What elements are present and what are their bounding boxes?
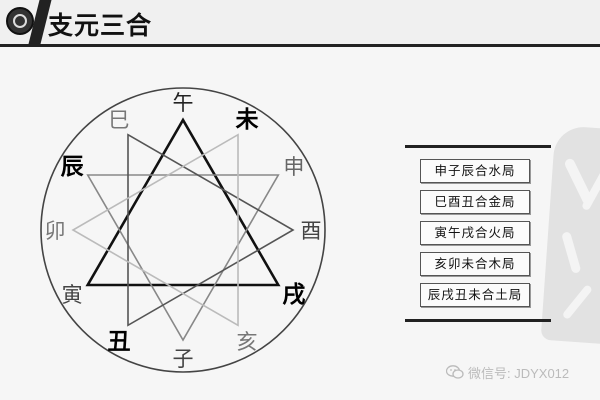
seal-stroke bbox=[561, 231, 582, 274]
combination-item: 辰戌丑未合土局 bbox=[420, 283, 530, 307]
sanhe-triangle bbox=[127, 133, 295, 327]
branch-label: 丑 bbox=[108, 329, 131, 355]
header-bar: 支元三合 bbox=[0, 0, 600, 47]
list-bottom-rule bbox=[405, 319, 551, 322]
book-logo-icon bbox=[6, 7, 34, 35]
branch-label: 戌 bbox=[282, 282, 305, 308]
branch-label: 亥 bbox=[237, 330, 258, 354]
book-logo-ring bbox=[13, 14, 27, 28]
sanhe-triangle bbox=[86, 174, 280, 342]
sanhe-triangle bbox=[85, 117, 281, 287]
sanhe-diagram: 午未申酉戌亥子 丑 寅 卯 辰 巳 bbox=[0, 44, 400, 400]
branch-label: 巳 bbox=[109, 108, 130, 132]
branch-label: 子 bbox=[173, 347, 194, 371]
branch-label: 未 bbox=[236, 107, 259, 133]
zodiac-circle bbox=[40, 87, 326, 373]
seal-stroke bbox=[561, 284, 594, 321]
branch-label: 申 bbox=[283, 155, 304, 179]
branch-label: 卯 bbox=[45, 219, 66, 243]
combination-item: 亥卯未合木局 bbox=[420, 252, 530, 276]
sanhe-triangle bbox=[71, 133, 239, 327]
combination-list: 申子辰合水局 巳酉丑合金局 寅午戌合火局 亥卯未合木局 辰戌丑未合土局 bbox=[405, 145, 551, 323]
list-top-rule bbox=[405, 145, 551, 148]
combination-item: 寅午戌合火局 bbox=[420, 221, 530, 245]
branch-label: 午 bbox=[173, 91, 194, 115]
triangle-layer bbox=[71, 117, 295, 342]
page-title: 支元三合 bbox=[48, 11, 153, 40]
watermark-text: 微信号: JDYX012 bbox=[468, 366, 570, 381]
combination-item: 申子辰合水局 bbox=[420, 159, 530, 183]
branch-label: 酉 bbox=[301, 219, 322, 243]
branch-label: 辰 bbox=[61, 154, 84, 180]
wechat-icon bbox=[446, 365, 464, 379]
combination-item: 巳酉丑合金局 bbox=[420, 190, 530, 214]
branch-label: 寅 bbox=[62, 283, 83, 307]
